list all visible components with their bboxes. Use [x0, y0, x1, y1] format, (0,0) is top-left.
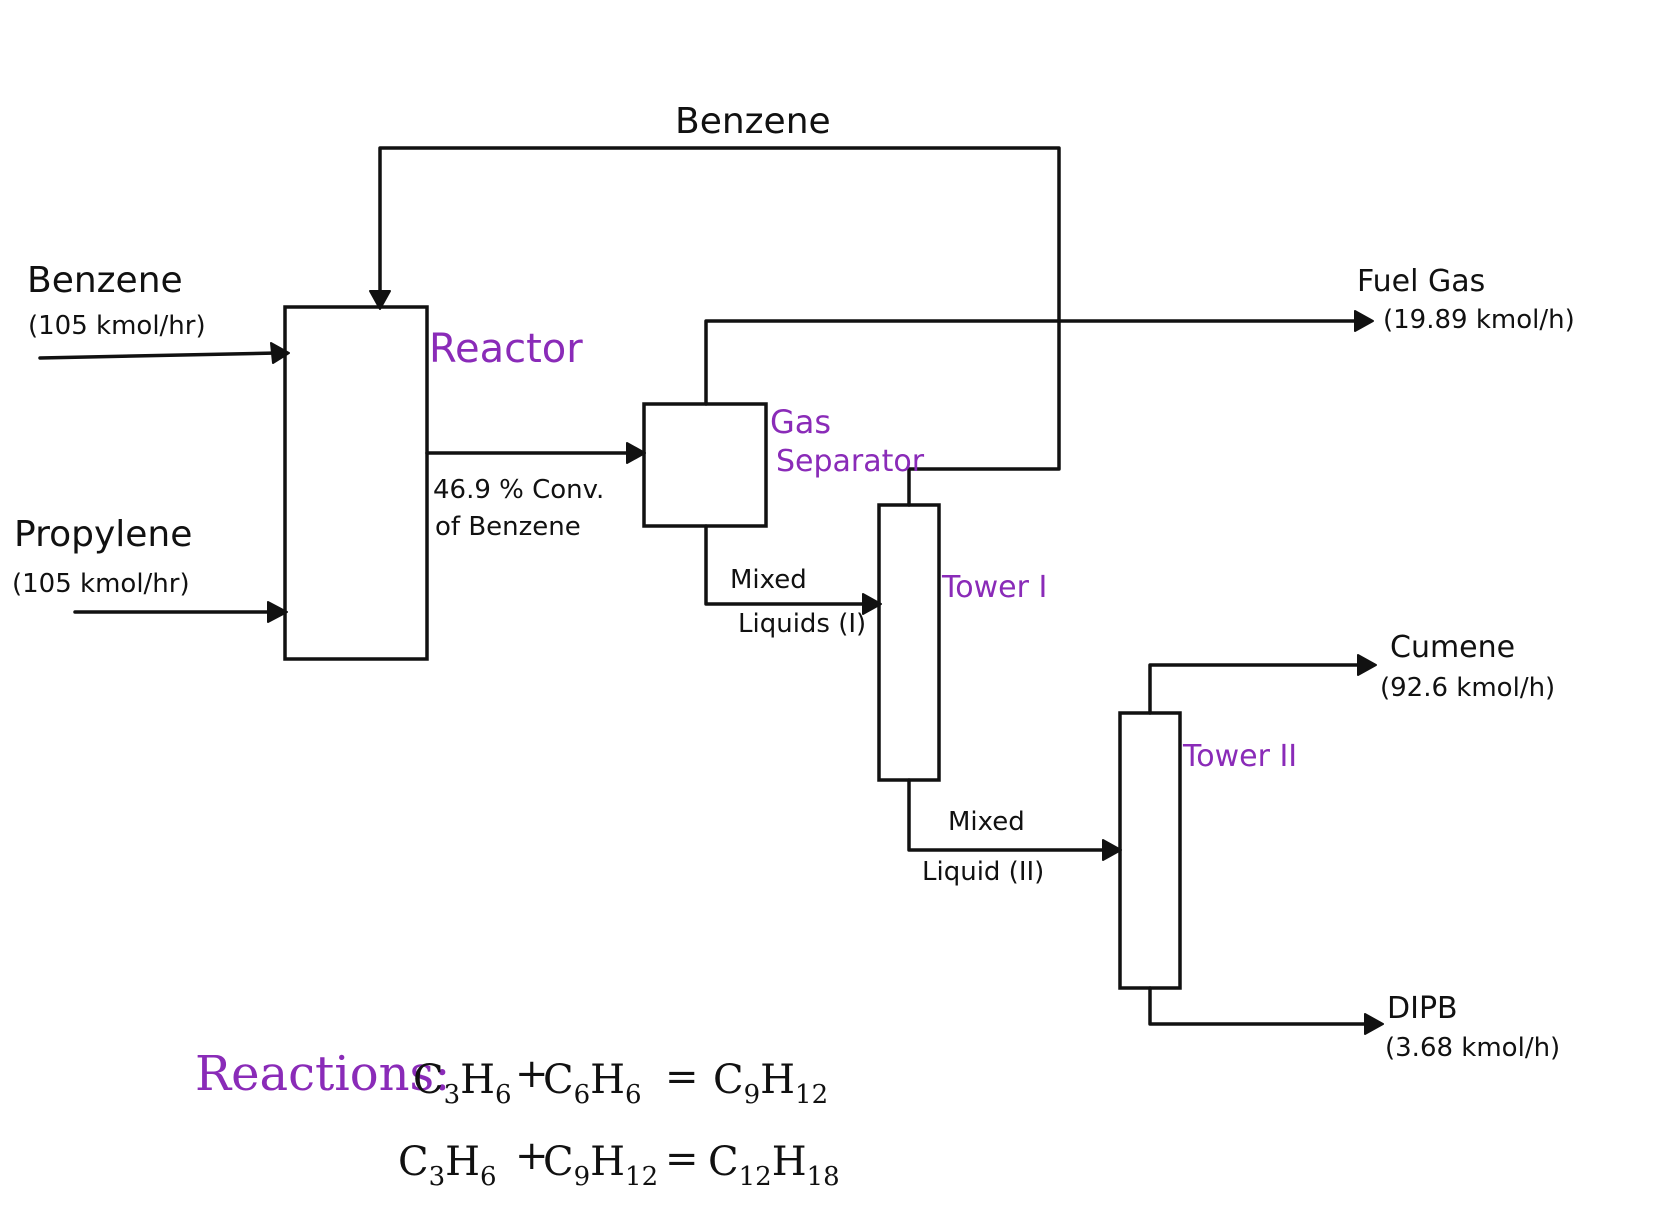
benzene-feed-line: [38, 351, 279, 360]
tower-2-label: Tower II: [1182, 739, 1297, 774]
reaction-1-reactant-a: C3H6: [413, 1057, 512, 1110]
reactor-box: [283, 305, 429, 661]
gas-separator-label-line2: Separator: [776, 444, 925, 479]
mixed-liquid-2-line1: Mixed: [948, 807, 1025, 837]
benzene-recycle-line: [378, 146, 1061, 507]
cumene-rate: (92.6 kmol/h): [1380, 673, 1555, 703]
tower-1-label: Tower I: [941, 570, 1047, 605]
propylene-feed-arrowhead: [267, 601, 288, 623]
dipb-arrowhead: [1364, 1013, 1384, 1035]
reaction-1-plus: +: [515, 1051, 549, 1097]
mixed-liquid-2-line2: Liquid (II): [922, 857, 1044, 887]
propylene-feed-name: Propylene: [14, 514, 192, 555]
recycle-stream-label: Benzene: [675, 101, 831, 142]
benzene-recycle-arrowhead: [369, 290, 391, 310]
mixed-liquid-2-arrowhead: [1102, 839, 1122, 861]
reaction-1: C3H6 + C6H6 = C9H12: [413, 1051, 828, 1110]
reaction-1-product: C9H12: [713, 1057, 828, 1110]
dipb-line: [1148, 986, 1372, 1026]
dipb-rate: (3.68 kmol/h): [1385, 1033, 1560, 1063]
gas-separator-label-line1: Gas: [770, 403, 831, 441]
reaction-2-equals: =: [665, 1136, 699, 1182]
reaction-2-plus: +: [515, 1133, 549, 1179]
conversion-label-line1: 46.9 % Conv.: [433, 475, 604, 505]
reaction-2-reactant-b: C9H12: [543, 1139, 658, 1192]
conversion-label-line2: of Benzene: [435, 512, 581, 542]
cumene-line: [1148, 663, 1365, 715]
mixed-liquids-1-line1: Mixed: [730, 565, 807, 595]
mixed-liquids-1-arrowhead: [862, 593, 882, 615]
dipb-name: DIPB: [1387, 991, 1458, 1026]
reactor-outlet-arrowhead: [626, 442, 646, 464]
tower-1-column: [877, 503, 941, 782]
benzene-feed-name: Benzene: [27, 260, 183, 301]
gas-separator-box: [642, 402, 768, 528]
reaction-2-product: C12H18: [708, 1139, 840, 1192]
mixed-liquids-1-line2: Liquids (I): [738, 609, 866, 639]
benzene-feed-rate: (105 kmol/hr): [28, 311, 206, 341]
reaction-2: C3H6 + C9H12 = C12H18: [398, 1133, 840, 1192]
fuel-gas-name: Fuel Gas: [1357, 264, 1485, 299]
cumene-arrowhead: [1357, 654, 1377, 676]
mixed-liquid-2-line: [907, 778, 1110, 852]
fuel-gas-rate: (19.89 kmol/h): [1383, 305, 1575, 335]
reaction-1-reactant-b: C6H6: [543, 1057, 642, 1110]
mixed-liquids-1-line: [704, 524, 870, 606]
benzene-feed-arrowhead: [270, 342, 290, 364]
reactions-title: Reactions:: [195, 1046, 450, 1102]
reactor-label: Reactor: [429, 326, 583, 372]
fuel-gas-arrowhead: [1354, 310, 1374, 332]
propylene-feed-rate: (105 kmol/hr): [12, 569, 190, 599]
reaction-1-equals: =: [665, 1054, 699, 1100]
tower-2-column: [1118, 711, 1182, 990]
reaction-2-reactant-a: C3H6: [398, 1139, 497, 1192]
fuel-gas-line: [704, 319, 1362, 406]
cumene-name: Cumene: [1390, 630, 1515, 665]
